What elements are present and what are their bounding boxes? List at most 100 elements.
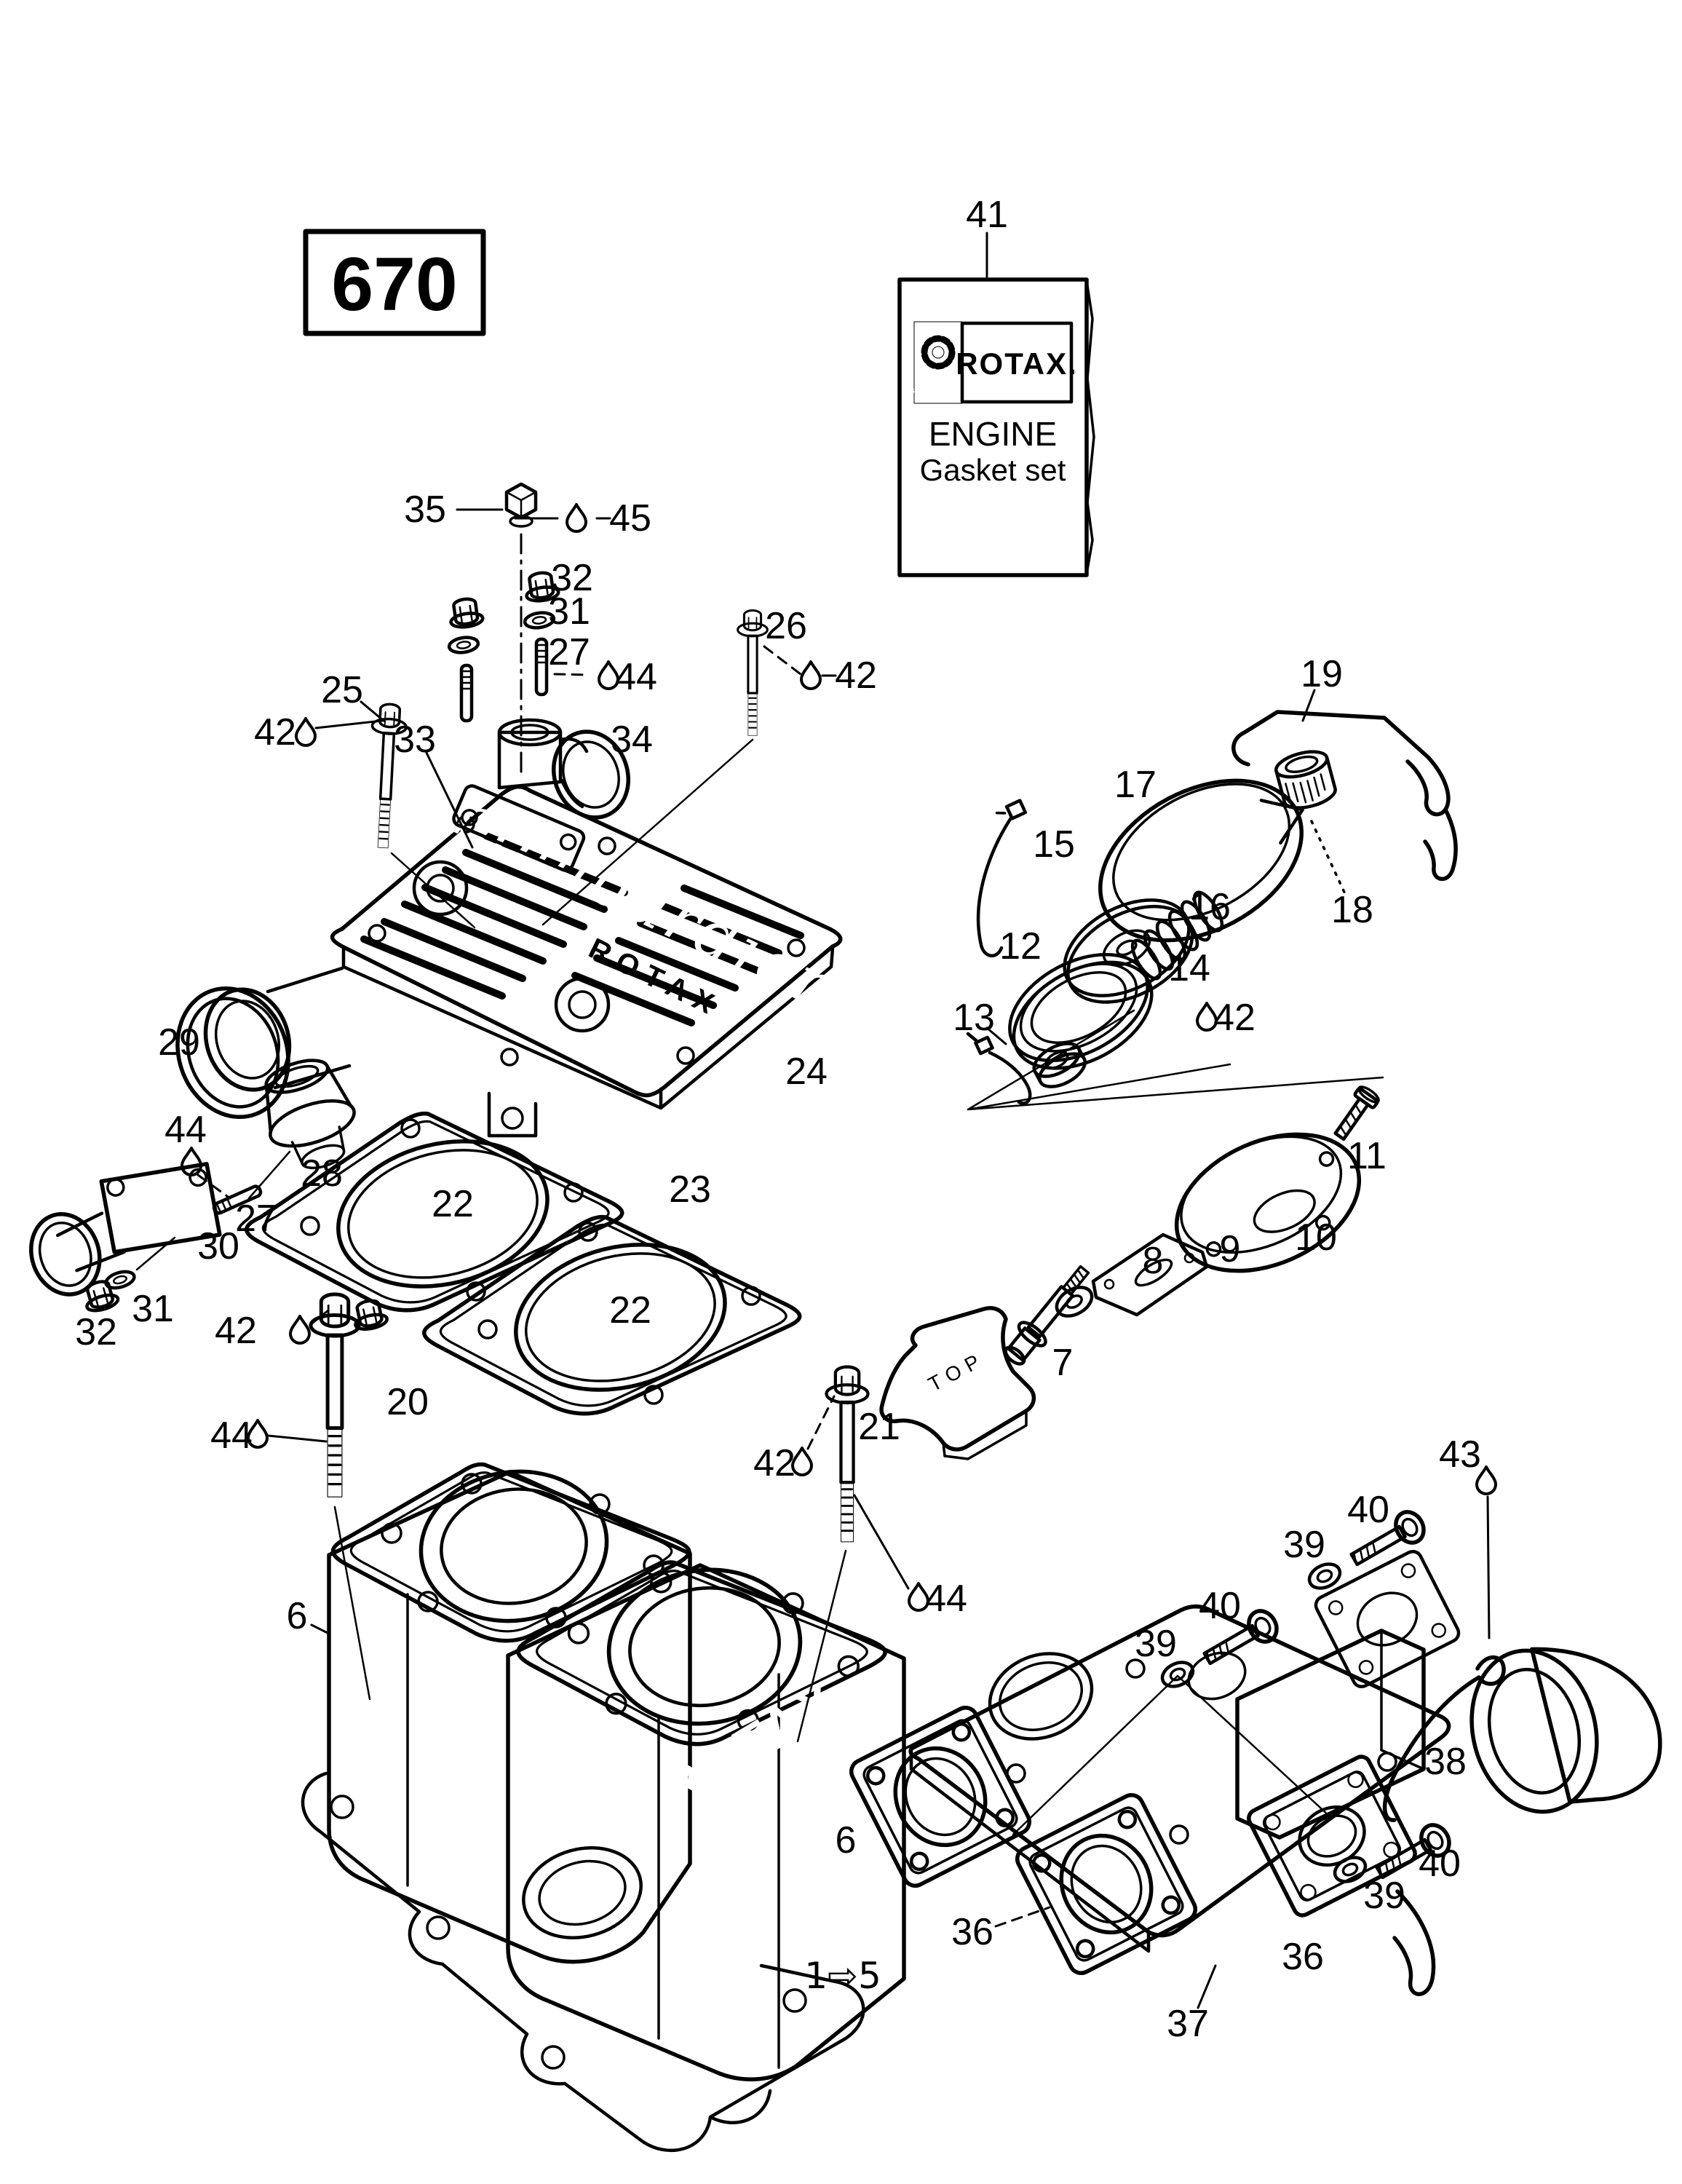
leader-line: [1301, 689, 1316, 722]
lubricant-drop-icon: [181, 1147, 202, 1176]
callout-17: 17: [1114, 764, 1157, 806]
head-lug: [487, 1091, 538, 1138]
lubricant-drop-icon: [566, 503, 587, 533]
callout-40: 40: [1419, 1843, 1461, 1885]
leader-line: [309, 1309, 330, 1326]
flange-nut: [352, 1298, 389, 1332]
head-fins-left: [360, 832, 628, 1000]
manifold-flange-right: [1247, 1754, 1417, 1918]
nut-32-left: [448, 597, 484, 629]
callout-33: 33: [394, 719, 436, 761]
callout-31: 31: [132, 1288, 174, 1330]
water-outlet-elbow: [452, 718, 631, 872]
leader-line: [314, 719, 384, 729]
callout-42: 42: [215, 1310, 257, 1352]
callout-44: 44: [164, 1109, 207, 1151]
callout-24: 24: [785, 1051, 828, 1093]
wedge-top-marking: TOP: [924, 1347, 989, 1396]
flange-gasket-36b: [1013, 1791, 1199, 1977]
leader-line: [985, 1026, 1007, 1045]
construction-lines: [135, 738, 1384, 1836]
elbow-flange-33: [452, 784, 586, 872]
callout-28: 28: [301, 1152, 343, 1195]
callout-6: 6: [287, 1595, 308, 1637]
callout-37: 37: [1167, 2003, 1209, 2045]
lubricant-drop-icon: [800, 660, 822, 690]
callout-7: 7: [1052, 1342, 1074, 1384]
callout-41: 41: [966, 194, 1008, 236]
callout-42: 42: [1213, 997, 1255, 1039]
manifold-flange-top: [1314, 1549, 1461, 1689]
callout-11: 11: [1347, 1135, 1387, 1177]
gasket-9: [1091, 1233, 1209, 1317]
callout-38: 38: [1424, 1741, 1467, 1783]
bolt-20: [311, 1294, 359, 1497]
base-gasket-1-5: [301, 1771, 865, 2153]
bombardier-logo-text: BOMBARDIER: [910, 387, 967, 395]
screw-11: [1333, 1085, 1380, 1142]
stud-27-thermostat: [212, 1184, 263, 1215]
leader-line: [553, 673, 590, 676]
lubricant-drop-icon: [1475, 1465, 1497, 1495]
model-number: 670: [331, 242, 458, 327]
callout-36: 36: [951, 1911, 993, 1953]
callout-42: 42: [254, 711, 296, 753]
lubricant-drop-icon: [598, 660, 619, 690]
callout-15: 15: [1033, 823, 1075, 866]
stud-27: [536, 639, 547, 695]
outlet-dome-38: [1469, 1647, 1662, 1814]
callout-39: 39: [1363, 1875, 1405, 1917]
cable-tie-13: [966, 1032, 1032, 1105]
cylinder-1-rim: [333, 1460, 689, 1641]
callout-35: 35: [404, 488, 446, 531]
callout-44: 44: [210, 1415, 253, 1457]
callout-30: 30: [197, 1225, 239, 1267]
callout-26: 26: [765, 605, 807, 647]
stud-27-left: [461, 665, 472, 721]
callout-39: 39: [1135, 1623, 1177, 1665]
leader-line: [763, 645, 802, 676]
callout-21: 21: [858, 1406, 900, 1448]
cable-tie-15: [976, 799, 1028, 957]
leader-line: [853, 1494, 910, 1590]
leader-line: [266, 1434, 328, 1443]
callout-16: 16: [1189, 886, 1231, 928]
bolt-26: [737, 609, 769, 737]
gear-icon: [921, 335, 956, 370]
callout-42: 42: [753, 1442, 796, 1484]
callout-14: 14: [1168, 947, 1210, 989]
callout-29: 29: [158, 1021, 200, 1064]
callout-13: 13: [953, 997, 995, 1039]
spark-plug-boss: [554, 976, 611, 1033]
cylinder-2: [506, 1563, 906, 2081]
callout-32: 32: [75, 1311, 117, 1353]
base-gasket-range-label: 1⇨5: [804, 1955, 881, 1997]
lubricant-drop-icon: [1196, 1002, 1218, 1032]
callout-44: 44: [925, 1578, 967, 1620]
retainer-clip-19: [1231, 710, 1458, 881]
leader-line: [1197, 1964, 1217, 2009]
lubricant-drop-icon: [247, 1419, 269, 1449]
lubricant-drop-icon: [908, 1582, 929, 1612]
exhaust-port: [522, 1846, 643, 1939]
callout-18: 18: [1331, 889, 1373, 931]
callout-9: 9: [1220, 1228, 1241, 1270]
callout-27: 27: [548, 631, 590, 673]
callout-40: 40: [1199, 1585, 1241, 1627]
leader-line: [197, 1174, 231, 1200]
head-water-port: [203, 966, 352, 1092]
thermostat-housing-30: [29, 1162, 222, 1297]
leader-line: [1486, 1495, 1491, 1639]
leader-line: [360, 700, 385, 722]
gasket-kit-bag: BOMBARDIER ROTAX. ENGINE Gasket set: [897, 277, 1095, 577]
model-badge: 670: [303, 229, 486, 336]
callout-8: 8: [1143, 1240, 1164, 1282]
callout-12: 12: [999, 925, 1042, 968]
callout-6: 6: [836, 1819, 857, 1861]
callout-40: 40: [1347, 1489, 1389, 1531]
lubricant-drop-icon: [791, 1447, 813, 1476]
bolt-21: [827, 1367, 868, 1542]
callout-42: 42: [835, 654, 877, 697]
